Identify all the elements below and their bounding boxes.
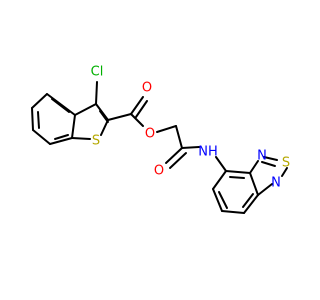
bond-inner: [99, 110, 109, 123]
bond: [225, 170, 251, 174]
bond: [100, 119, 109, 136]
bond-double: [169, 152, 187, 169]
bond: [249, 160, 259, 174]
atom-nitrogen-lower: N: [271, 176, 281, 191]
atom-labels: Cl S O O O NH N S N: [91, 65, 290, 191]
canvas-background: [0, 0, 300, 300]
bond: [71, 137, 91, 140]
atom-oxygen-ester: O: [145, 127, 155, 142]
bond-inner: [218, 191, 228, 209]
bond: [95, 103, 109, 121]
bond: [175, 125, 183, 149]
bond: [46, 93, 76, 116]
bond: [32, 129, 51, 145]
bond-inner: [261, 161, 276, 167]
atom-sulfur-thiadiazole: S: [282, 156, 290, 171]
bond-lines: [31, 81, 288, 214]
bond-inner: [54, 134, 69, 140]
bond: [281, 167, 288, 177]
bond: [263, 156, 278, 161]
atom-nitrogen-upper: N: [257, 149, 267, 164]
bond: [156, 125, 177, 133]
bond: [95, 81, 98, 105]
bond: [249, 172, 259, 196]
bond: [49, 137, 73, 145]
atom-chlorine: Cl: [91, 65, 104, 80]
bond: [71, 114, 76, 139]
bond: [130, 113, 144, 127]
bond: [107, 113, 132, 121]
atom-nh-amide: NH: [198, 145, 218, 160]
molecule-structure: Cl S O O O NH N S N: [0, 0, 300, 300]
bond-inner: [229, 176, 245, 179]
bond-inner: [242, 193, 254, 208]
bond-inner: [51, 98, 70, 113]
bond: [221, 210, 245, 214]
bond: [130, 96, 144, 115]
bond: [215, 156, 227, 172]
atom-sulfur-thiophene: S: [92, 134, 100, 149]
bond: [165, 147, 183, 164]
bond: [74, 103, 97, 116]
bond: [31, 107, 34, 131]
bond: [181, 146, 200, 149]
atom-oxygen-amide: O: [154, 164, 164, 179]
bond: [31, 93, 48, 109]
bond: [212, 188, 223, 212]
bond-double: [135, 100, 148, 118]
bond: [257, 183, 273, 196]
bond: [212, 170, 227, 190]
bond-inner: [37, 111, 40, 129]
bond: [243, 194, 259, 214]
atom-oxygen-carbonyl: O: [142, 81, 152, 96]
